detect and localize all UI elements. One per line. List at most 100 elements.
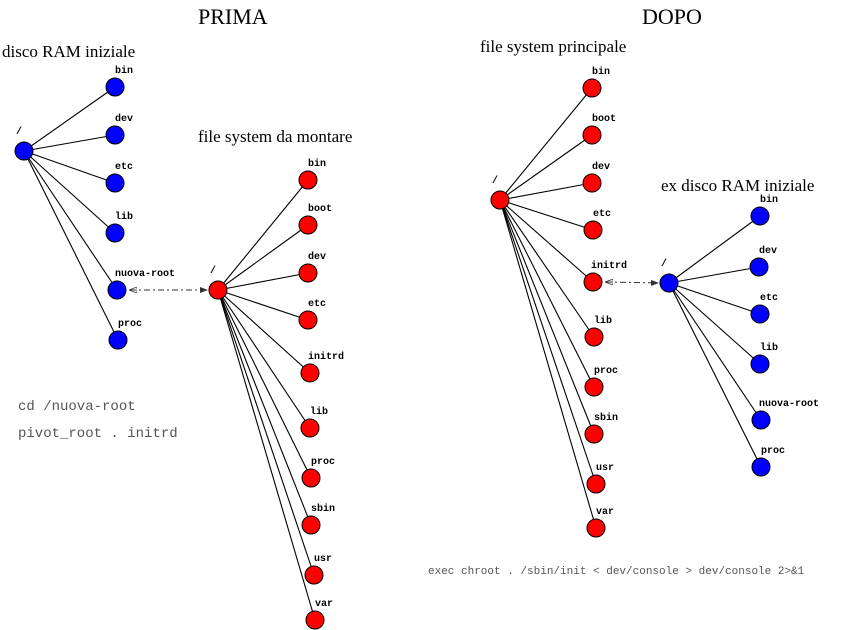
main-fs-edge-proc xyxy=(499,199,595,388)
ramdisk-node-proc xyxy=(108,330,128,350)
main-fs-node-sbin xyxy=(584,424,604,444)
mount-fs-root-label: / xyxy=(210,265,216,277)
tree-nodes: / bin dev etc lib nuova-root proc / bin boot dev et… xyxy=(14,65,819,630)
mount-fs-edge-boot xyxy=(217,224,309,291)
mount-fs-node-sbin xyxy=(301,515,321,535)
main-fs-node-dev xyxy=(582,173,602,193)
main-fs-edge-lib xyxy=(499,199,595,338)
ramdisk-root-label: / xyxy=(16,126,22,138)
old-ramdisk-node-lib xyxy=(750,354,770,374)
heading-after: DOPO xyxy=(642,4,702,29)
mount-fs-node-dev xyxy=(298,263,318,283)
tree-titles: disco RAM iniziale file system da montare… xyxy=(2,37,814,195)
old-ramdisk-node-bin xyxy=(750,206,770,226)
mount-fs-node-etc xyxy=(298,310,318,330)
tree-edges xyxy=(23,86,762,621)
main-fs-edge-usr xyxy=(499,199,597,485)
old-ramdisk-label-proc: proc xyxy=(761,446,785,457)
mount-fs-edge-bin xyxy=(217,179,309,291)
main-fs-label-proc: proc xyxy=(594,366,618,377)
mount-fs-node-lib xyxy=(300,418,320,438)
ramdisk-label-etc: etc xyxy=(115,162,133,173)
old-ramdisk-edge-bin xyxy=(668,215,761,284)
ramdisk-label-nuova-root: nuova-root xyxy=(115,269,175,280)
mount-fs-edge-proc xyxy=(217,289,312,479)
old-ramdisk-edge-proc xyxy=(668,282,762,468)
old-ramdisk-node-nuova-root xyxy=(751,410,771,430)
main-fs-edge-sbin xyxy=(499,199,595,435)
mount-fs-edge-lib xyxy=(217,289,311,429)
old-ramdisk-title: ex disco RAM iniziale xyxy=(661,176,814,195)
main-fs-node-proc xyxy=(584,377,604,397)
main-fs-root-node xyxy=(490,190,510,210)
main-fs-root-label: / xyxy=(492,175,498,187)
main-fs-edge-dev xyxy=(499,182,593,201)
old-ramdisk-edge-nuova-root xyxy=(668,282,762,421)
mount-fs-title: file system da montare xyxy=(198,127,352,146)
main-fs-node-var xyxy=(586,518,606,538)
ramdisk-edge-nuova-root xyxy=(23,150,118,291)
ramdisk-node-bin xyxy=(105,77,125,97)
old-ramdisk-node-etc xyxy=(750,304,770,324)
mount-fs-node-usr xyxy=(304,565,324,585)
main-fs-edge-boot xyxy=(499,134,593,201)
old-ramdisk-root-label: / xyxy=(661,258,667,270)
ramdisk-title: disco RAM iniziale xyxy=(2,42,135,61)
main-fs-label-bin: bin xyxy=(592,66,610,78)
after-mount-link-arrow xyxy=(606,282,658,283)
mount-fs-node-initrd xyxy=(300,363,320,383)
main-fs-label-var: var xyxy=(596,507,614,518)
command-line-cd: cd /nuova-root xyxy=(18,399,136,415)
ramdisk-edge-bin xyxy=(23,86,116,152)
mount-links xyxy=(130,282,658,290)
command-line-pivot-root: pivot_root . initrd xyxy=(18,426,178,442)
mount-fs-label-lib: lib xyxy=(310,406,328,418)
old-ramdisk-edge-dev xyxy=(668,266,760,284)
main-fs-label-usr: usr xyxy=(596,463,614,474)
old-ramdisk-node-proc xyxy=(751,457,771,477)
ramdisk-node-nuova-root xyxy=(107,280,127,300)
main-fs-label-sbin: sbin xyxy=(594,412,618,424)
ramdisk-node-etc xyxy=(105,173,125,193)
main-fs-label-etc: etc xyxy=(593,209,611,220)
old-ramdisk-root-node xyxy=(659,273,679,293)
main-fs-label-lib: lib xyxy=(594,315,612,327)
mount-fs-edge-sbin xyxy=(217,289,312,526)
old-ramdisk-label-bin: bin xyxy=(760,194,778,206)
main-fs-edge-bin xyxy=(499,87,593,201)
mount-fs-label-boot: boot xyxy=(308,203,332,215)
ramdisk-label-bin: bin xyxy=(115,65,133,77)
main-fs-node-usr xyxy=(586,474,606,494)
main-fs-edge-etc xyxy=(499,199,594,231)
ramdisk-label-dev: dev xyxy=(115,113,133,125)
ramdisk-label-proc: proc xyxy=(118,319,142,330)
ramdisk-node-lib xyxy=(105,223,125,243)
mount-fs-node-bin xyxy=(298,170,318,190)
ramdisk-edge-dev xyxy=(23,134,116,152)
mount-fs-label-proc: proc xyxy=(311,457,335,468)
old-ramdisk-label-nuova-root: nuova-root xyxy=(759,399,819,410)
mount-fs-node-boot xyxy=(298,215,318,235)
main-fs-node-lib xyxy=(584,327,604,347)
old-ramdisk-edge-lib xyxy=(668,282,761,365)
main-fs-edge-var xyxy=(499,199,597,529)
mount-fs-root-node xyxy=(208,280,228,300)
ramdisk-edge-etc xyxy=(23,150,116,184)
ramdisk-edge-lib xyxy=(23,150,116,234)
ramdisk-node-dev xyxy=(105,125,125,145)
mount-fs-edge-etc xyxy=(217,289,309,321)
old-ramdisk-node-dev xyxy=(749,257,769,277)
old-ramdisk-label-lib: lib xyxy=(760,342,778,354)
mount-fs-label-sbin: sbin xyxy=(311,503,335,515)
main-fs-label-boot: boot xyxy=(592,113,616,125)
old-ramdisk-label-dev: dev xyxy=(759,245,777,257)
mount-fs-edge-usr xyxy=(217,289,315,576)
ramdisk-edge-proc xyxy=(23,150,119,341)
main-fs-label-dev: dev xyxy=(592,161,610,173)
main-fs-title: file system principale xyxy=(480,37,626,56)
ramdisk-label-lib: lib xyxy=(115,211,133,223)
mount-fs-edge-initrd xyxy=(217,289,311,374)
mount-fs-label-dev: dev xyxy=(308,251,326,263)
ramdisk-root-node xyxy=(14,141,34,161)
